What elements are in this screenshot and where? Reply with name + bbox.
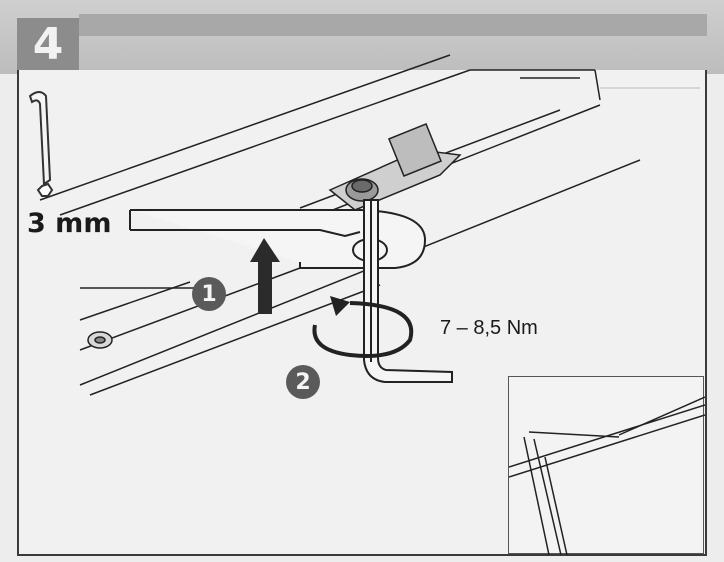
header-bar [0, 0, 724, 74]
clamp-mechanism [328, 122, 462, 211]
title-strip [79, 14, 707, 36]
step-badge-2: 2 [286, 365, 320, 399]
step-badge-1: 1 [192, 277, 226, 311]
torque-label: 7 – 8,5 Nm [440, 317, 538, 339]
screw-head-icon [87, 331, 113, 349]
up-arrow-icon [250, 238, 280, 314]
step-number: 4 [32, 18, 64, 70]
allen-key-vertical [363, 199, 453, 383]
upper-rail [39, 54, 601, 216]
inset-diagram [508, 396, 706, 556]
rotate-icon [312, 296, 414, 358]
allen-key-icon [28, 91, 54, 197]
detail-inset [508, 376, 706, 556]
tool-size-label: 3 mm [27, 208, 112, 239]
step-number-box: 4 [17, 18, 79, 70]
